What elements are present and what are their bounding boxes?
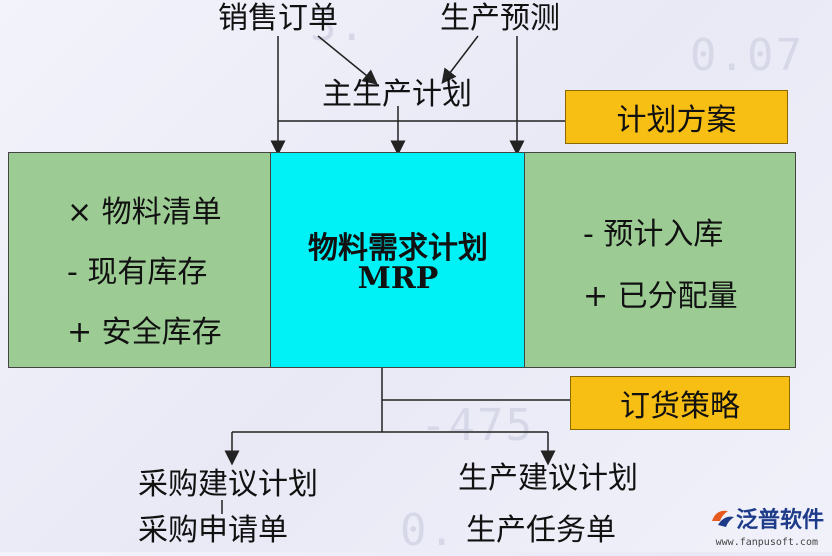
production-forecast-label: 生产预测	[440, 1, 560, 36]
plan-scheme-box: 计划方案	[565, 90, 788, 144]
factor-item: × 物料清单	[67, 195, 222, 230]
factor-item: - 预计入库	[583, 217, 724, 252]
mrp-title-en: MRP	[357, 261, 439, 296]
production-task-label: 生产任务单	[466, 513, 616, 548]
plan-scheme-label: 计划方案	[616, 103, 737, 138]
left-factors-box: × 物料清单 - 现有库存 + 安全库存	[8, 152, 272, 368]
sales-order-label: 销售订单	[218, 1, 338, 36]
background-decoration: -475	[420, 400, 534, 451]
production-plan-label: 生产建议计划	[458, 461, 638, 496]
company-logo: 泛普软件	[710, 502, 824, 534]
background-decoration: 0.	[400, 505, 457, 556]
right-factors-box: - 预计入库 + 已分配量	[524, 152, 796, 368]
order-strategy-box: 订货策略	[570, 376, 790, 430]
background-decoration: 0.07	[690, 30, 804, 81]
mrp-box: 物料需求计划 MRP	[270, 152, 526, 368]
factor-item: + 已分配量	[583, 279, 738, 314]
purchase-plan-label: 采购建议计划	[138, 467, 318, 502]
logo-icon	[711, 510, 734, 527]
factor-item: + 安全库存	[67, 315, 222, 350]
logo-url: www.fanpusoft.com	[715, 537, 818, 548]
background-decoration: 3.	[310, 0, 367, 51]
mrp-title-cn: 物料需求计划	[308, 231, 488, 266]
master-plan-label: 主生产计划	[322, 77, 472, 112]
logo-name: 泛普软件	[735, 508, 824, 533]
factor-item: - 现有库存	[67, 255, 208, 290]
purchase-request-label: 采购申请单	[138, 513, 288, 548]
order-strategy-label: 订货策略	[620, 389, 740, 424]
